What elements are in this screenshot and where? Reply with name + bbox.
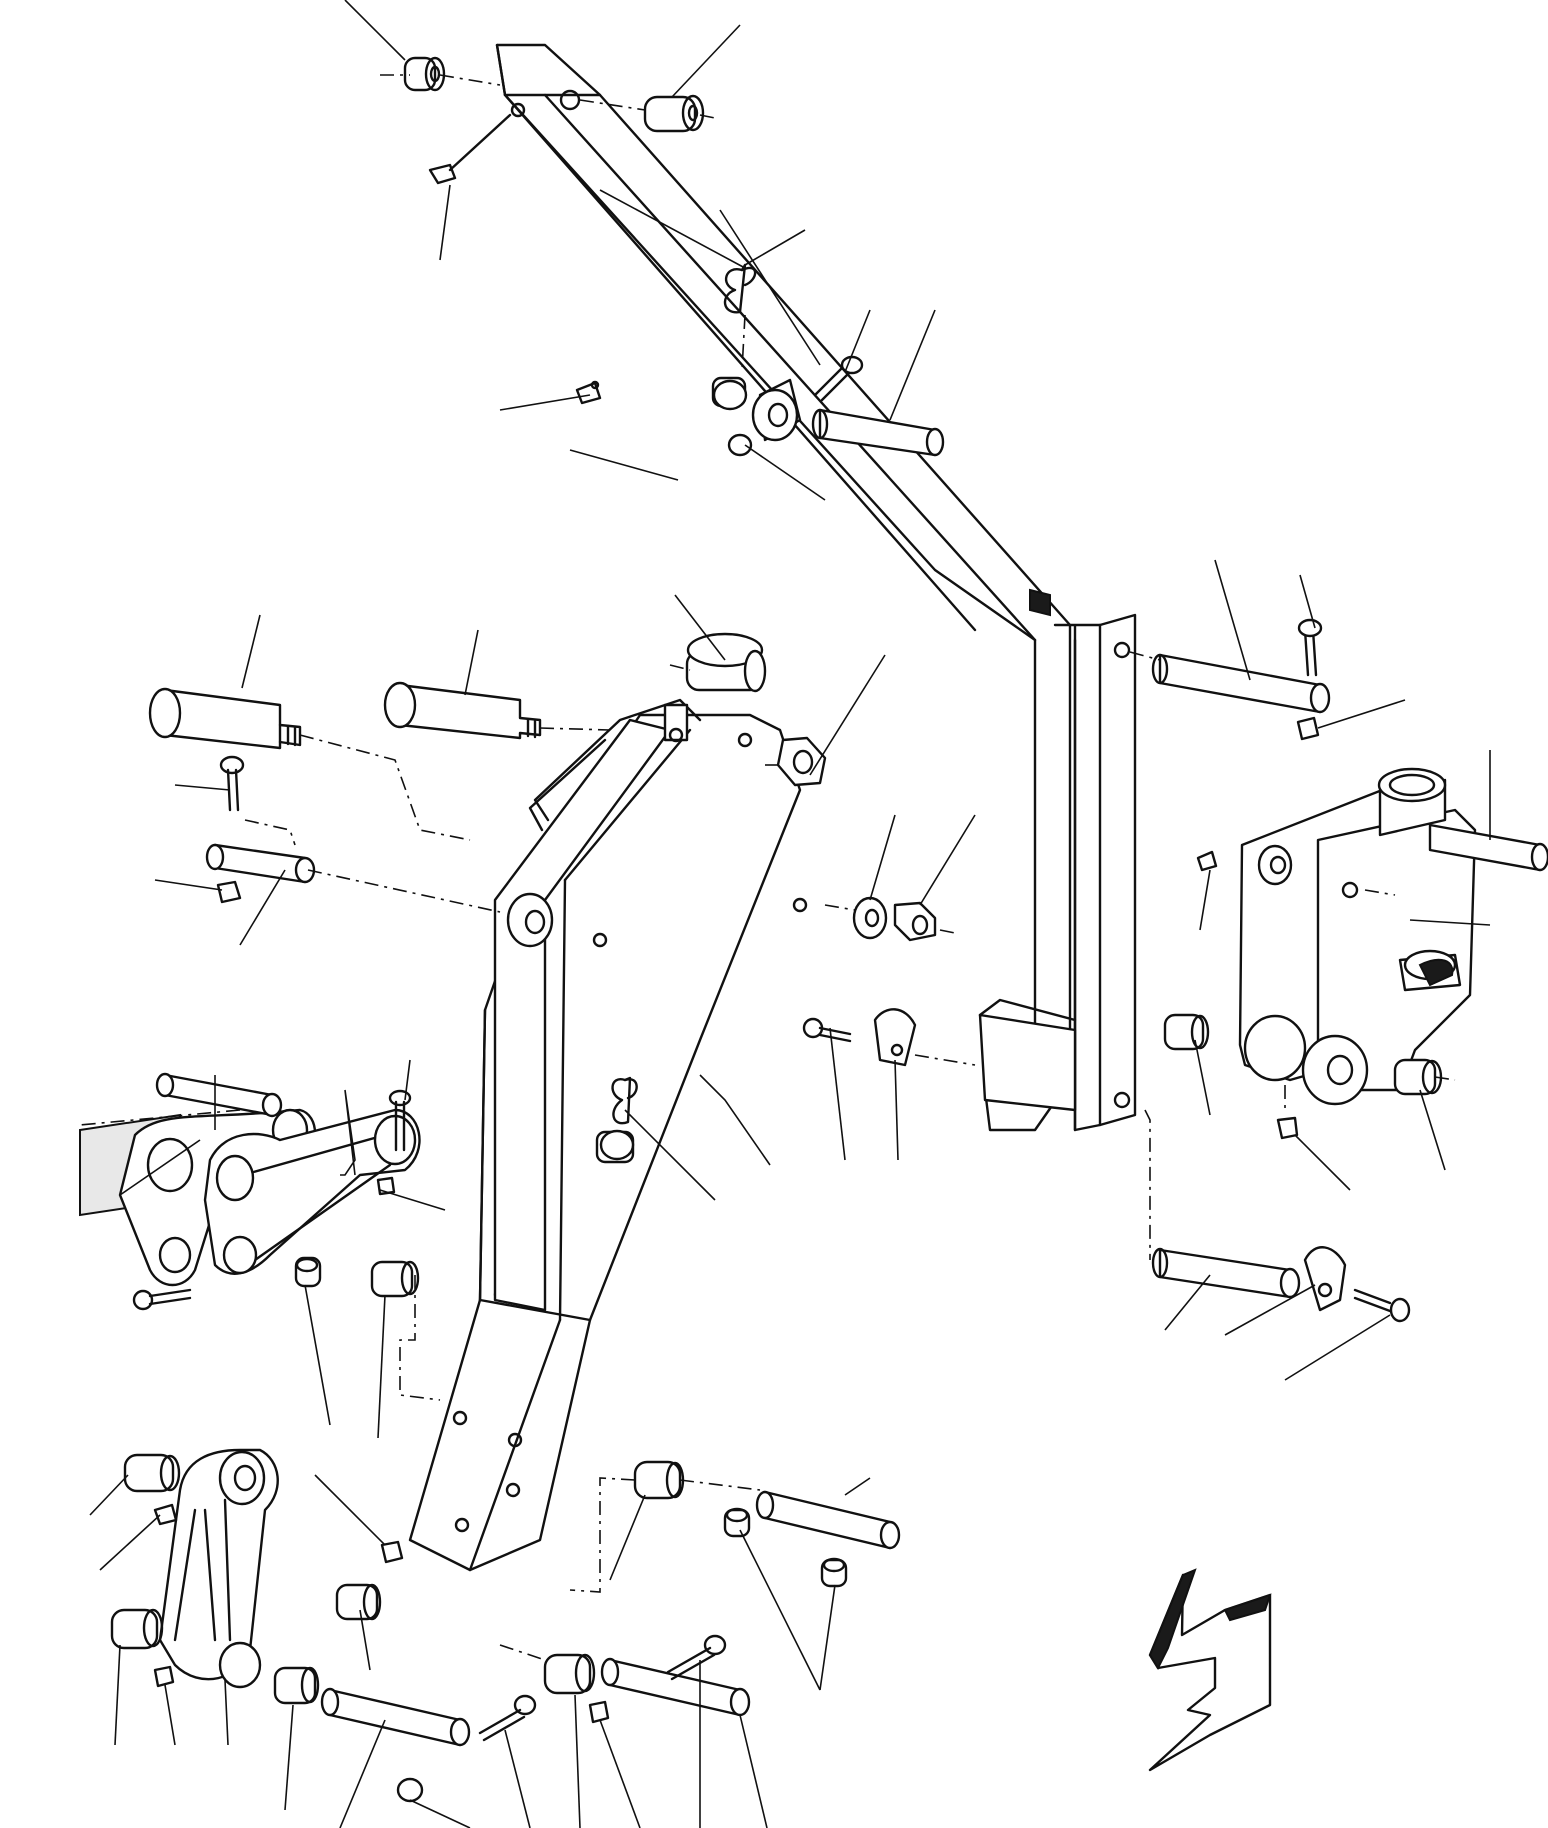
bushing-lower-left-1	[123, 1453, 181, 1493]
bolt-right-upper	[1297, 618, 1323, 677]
pin-lower-left	[320, 1687, 471, 1747]
pin-right-upper	[1151, 653, 1331, 714]
bushing-lower-mid-1	[633, 1460, 685, 1500]
pin-long-left-2	[383, 681, 542, 740]
retainer-plate-mid	[873, 1008, 917, 1067]
pin-upper	[811, 408, 945, 457]
bolt-lower-right	[666, 1634, 727, 1681]
grease-nipple-lower-mid	[588, 1700, 610, 1724]
nut-left	[216, 880, 242, 904]
pin-long-left-1	[148, 687, 302, 750]
direction-arrow-icon	[1148, 1568, 1272, 1772]
grease-nipple-lower-left	[153, 1503, 178, 1526]
bolt-mid	[802, 1017, 852, 1043]
pin-short-left	[205, 843, 316, 884]
pivot-bracket-right	[1238, 767, 1548, 1106]
grease-nipple-lower-left-2	[153, 1665, 175, 1688]
bushing-tall	[685, 632, 767, 693]
bolt-lower-mid	[478, 1694, 537, 1742]
top-bushing-left	[403, 56, 446, 92]
pin-stub-mid	[595, 1129, 635, 1164]
pin-right-lower	[1151, 1247, 1301, 1299]
bushing-link-small	[294, 1256, 322, 1288]
collar-upper	[751, 378, 802, 442]
leader-lines	[89, 0, 1491, 1828]
bolt-link-bottom	[132, 1288, 192, 1311]
bushing-bracket-right	[1393, 1058, 1443, 1096]
grease-nipple-bracket-low	[1276, 1116, 1299, 1140]
bolt-left-upper	[219, 755, 245, 812]
nut-mid	[776, 736, 827, 787]
bushing-link-right	[370, 1260, 420, 1298]
grease-nipple-upper	[428, 113, 512, 185]
bushing-lower-small-2	[820, 1557, 848, 1588]
nut-right-upper	[1296, 716, 1320, 741]
nut-mid-2	[893, 901, 937, 942]
grease-nipple-arm-low	[380, 1540, 404, 1564]
bushing-arm-low	[335, 1583, 382, 1621]
top-bushing-right	[643, 94, 705, 133]
r-clip-mid	[611, 1076, 638, 1125]
pin-lower-mid	[755, 1490, 901, 1550]
grease-nipple-mid	[575, 380, 602, 405]
upper-boom-arm	[495, 43, 1137, 1132]
bolt-right-lower	[1353, 1288, 1411, 1323]
bushing-lower-left-2	[110, 1608, 164, 1650]
retainer-plate-right	[1303, 1246, 1347, 1312]
bushing-bracket-left	[1163, 1013, 1210, 1051]
pin-stub-upper	[711, 376, 748, 411]
nut-upper	[727, 433, 753, 457]
grease-nipple-bracket	[1196, 850, 1218, 872]
link-left-front	[203, 1108, 421, 1275]
bushing-lower-small-1	[723, 1507, 751, 1538]
r-clip-upper	[723, 263, 757, 314]
bucket-link	[158, 1448, 279, 1689]
washer-mid	[852, 896, 888, 940]
bushing-lower-left-3	[273, 1666, 320, 1705]
pin-link-top	[155, 1072, 283, 1118]
nut-lower-left	[396, 1777, 424, 1803]
bushing-lower-mid-2	[543, 1653, 596, 1695]
